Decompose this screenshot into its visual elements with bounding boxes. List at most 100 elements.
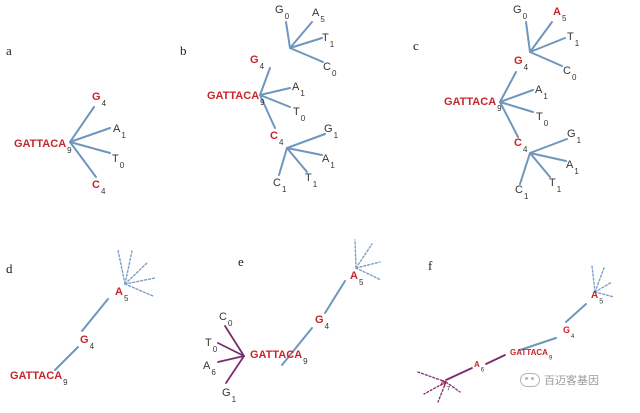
tree-node-label: T (205, 337, 212, 349)
tree-edge (499, 101, 519, 138)
tree-edge (69, 127, 111, 143)
tree-edge (259, 67, 271, 96)
tree-node-label: A (440, 379, 446, 388)
tree-node-count: 4 (279, 138, 284, 147)
tree-edge (499, 71, 517, 103)
tree-node-label: GATTACA (444, 96, 496, 108)
tree-node-count: 9 (260, 98, 265, 107)
tree-node-label: GATTACA (207, 90, 259, 102)
tree-edge (529, 138, 568, 154)
tree-edge (124, 283, 154, 297)
tree-node-label: G (275, 4, 284, 16)
tree-edge (529, 152, 551, 178)
tree-node-label: T (536, 111, 543, 123)
tree-node-label: A (113, 123, 121, 135)
tree-node-count: 1 (543, 92, 548, 101)
tree-edge (217, 355, 245, 363)
tree-edge (445, 367, 473, 381)
tree-edge (124, 261, 149, 285)
tree-node-count: 5 (359, 278, 364, 287)
tree-edge (54, 346, 79, 371)
tree-edge (529, 51, 563, 67)
tree-node-label: C (323, 61, 331, 73)
tree-node-label: C (270, 130, 278, 142)
tree-edge (289, 47, 324, 63)
watermark-text: 百迈客基因 (544, 374, 599, 387)
tree-node-label: G (92, 91, 101, 103)
tree-node-label: GATTACA (250, 349, 302, 361)
tree-edge (565, 303, 587, 323)
tree-node-count: 5 (599, 299, 603, 306)
tree-edge (69, 106, 95, 143)
tree-node-count: 0 (120, 161, 125, 170)
tree-edge (355, 267, 382, 281)
tree-node-label: G (567, 128, 576, 140)
tree-edge (225, 355, 245, 384)
tree-node-count: 6 (481, 367, 485, 373)
tree-node-count: 9 (549, 355, 553, 361)
tree-node-count: 1 (313, 180, 318, 189)
tree-node-count: 9 (497, 104, 502, 113)
tree-edge (423, 381, 447, 395)
tree-edge (217, 342, 245, 357)
tree-edge (529, 152, 567, 162)
tree-edge (354, 239, 357, 269)
watermark: 百迈客基因 (520, 372, 599, 388)
tree-node-label: C (273, 177, 281, 189)
tree-edge (224, 325, 245, 357)
tree-edge (594, 291, 615, 298)
tree-node-label: G (563, 325, 570, 335)
tree-node-count: 9 (303, 357, 308, 366)
tree-node-label: C (514, 137, 522, 149)
tree-node-label: A (350, 270, 358, 282)
tree-node-count: 0 (572, 73, 577, 82)
tree-edge (286, 147, 308, 173)
tree-edge (485, 354, 506, 365)
tree-node-label: GATTACA (10, 370, 62, 382)
tree-node-count: 5 (320, 15, 325, 24)
tree-node-count: 4 (571, 334, 575, 340)
tree-node-count: 1 (330, 40, 335, 49)
tree-edge (499, 101, 534, 113)
tree-node-count: 4 (523, 145, 528, 154)
tree-node-label: GATTACA (510, 348, 548, 357)
tree-node-count: 1 (282, 185, 287, 194)
tree-edge (499, 89, 534, 103)
tree-node-label: G (80, 334, 89, 346)
tree-edge (445, 381, 461, 393)
tree-node-label: T (293, 106, 300, 118)
tree-edge (69, 141, 111, 154)
tree-edge (324, 280, 346, 314)
tree-node-count: 9 (67, 146, 72, 155)
tree-node-label: GATTACA (14, 138, 66, 150)
tree-node-count: 5 (124, 294, 129, 303)
tree-node-label: A (474, 360, 480, 369)
tree-node-count: 1 (232, 395, 237, 404)
tree-edge (591, 265, 596, 293)
tree-node-label: A (322, 153, 330, 165)
tree-edge (525, 21, 531, 53)
tree-node-count: 1 (577, 136, 582, 145)
tree-node-count: 1 (334, 131, 339, 140)
tree-edge (519, 337, 557, 351)
tree-edge (124, 250, 133, 285)
tree-node-label: A (115, 286, 123, 298)
tree-node-count: 4 (260, 62, 265, 71)
panel-letter: e (238, 254, 244, 269)
tree-edge (286, 147, 323, 156)
tree-node-label: A (591, 290, 598, 301)
tree-edge (259, 94, 276, 129)
tree-node-count: 0 (285, 12, 290, 21)
panel-letter: c (413, 38, 419, 53)
tree-node-count: 1 (524, 192, 529, 201)
tree-node-label: T (322, 32, 329, 44)
tree-node-label: A (566, 159, 574, 171)
tree-node-label: T (305, 172, 312, 184)
tree-node-count: 0 (301, 114, 306, 123)
tree-node-count: 4 (101, 187, 106, 196)
tree-edge (285, 21, 291, 49)
